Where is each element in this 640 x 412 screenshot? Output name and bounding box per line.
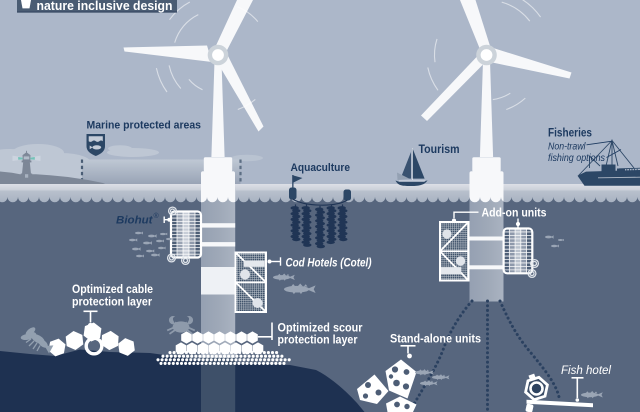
svg-text:protection layer: protection layer bbox=[72, 297, 152, 309]
svg-text:protection layer: protection layer bbox=[278, 335, 358, 347]
svg-text:®: ® bbox=[154, 212, 160, 220]
svg-text:fishing options: fishing options bbox=[548, 153, 605, 164]
svg-text:Cod Hotels (Cotel): Cod Hotels (Cotel) bbox=[286, 256, 372, 270]
svg-text:Add-on units: Add-on units bbox=[482, 206, 547, 220]
svg-text:Fisheries: Fisheries bbox=[548, 126, 592, 140]
svg-text:Marine protected areas: Marine protected areas bbox=[87, 120, 202, 132]
svg-text:nature inclusive design: nature inclusive design bbox=[37, 0, 173, 13]
svg-text:Non-trawl: Non-trawl bbox=[548, 142, 586, 153]
svg-text:Optimized scour: Optimized scour bbox=[278, 323, 363, 335]
svg-text:Tourism: Tourism bbox=[419, 144, 460, 156]
svg-text:Fish hotel: Fish hotel bbox=[561, 363, 611, 377]
svg-text:Optimized cable: Optimized cable bbox=[72, 284, 153, 296]
svg-text:Aquaculture: Aquaculture bbox=[291, 162, 351, 174]
svg-text:Biohut: Biohut bbox=[116, 215, 154, 227]
svg-text:Stand-alone units: Stand-alone units bbox=[390, 334, 481, 346]
